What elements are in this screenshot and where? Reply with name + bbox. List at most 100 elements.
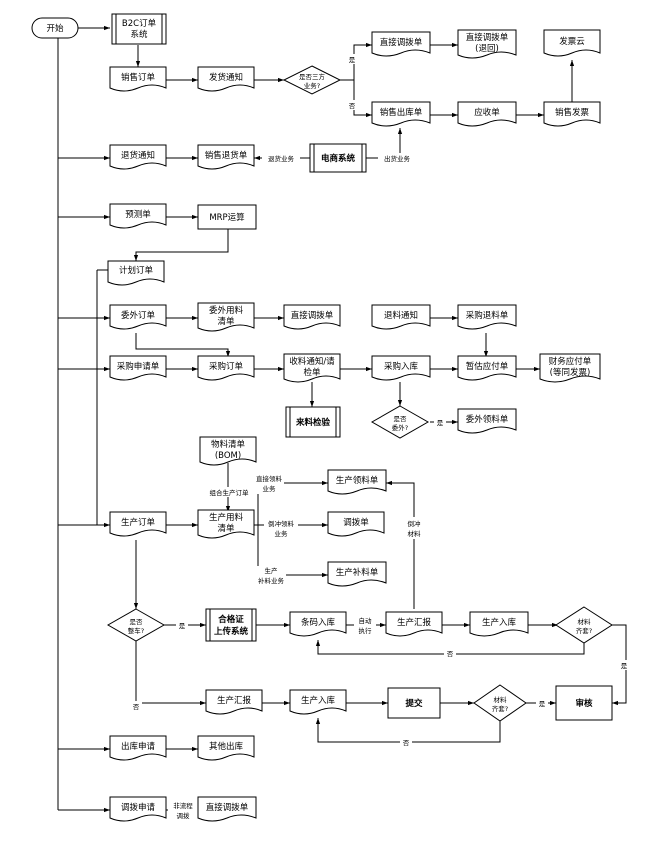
label-backflush-material-2: 材料	[408, 529, 422, 538]
svg-text:清单: 清单	[217, 523, 235, 534]
purchase-inbound-node: 采购入库	[371, 355, 431, 381]
outbound-request-node: 出库申请	[109, 735, 167, 761]
svg-text:业务?: 业务?	[304, 81, 320, 90]
label-return-business: 退货业务	[268, 154, 295, 163]
svg-text:销售订单: 销售订单	[121, 72, 156, 83]
svg-text:委外用料: 委外用料	[209, 305, 244, 316]
label-yes-whole-set: 是	[179, 622, 186, 630]
edge-label-backgrounds	[130, 54, 630, 820]
label-supplement-2: 补料业务	[258, 576, 285, 585]
label-yes-outsource: 是	[437, 419, 444, 427]
svg-text:审核: 审核	[575, 698, 593, 709]
label-backflush-pick-2: 业务	[275, 529, 289, 538]
direct-transfer-top-node: 直接调拨单	[371, 31, 431, 57]
label-no-whole-set: 否	[133, 703, 140, 711]
start-node: 开始	[31, 17, 79, 39]
label-backflush-pick-1: 倒冲领料	[268, 519, 295, 528]
svg-text:采购入库: 采购入库	[384, 361, 419, 372]
svg-text:采购申请单: 采购申请单	[117, 361, 160, 372]
label-supplement-1: 生产	[265, 566, 279, 575]
is-outsource-decision: 是否 委外?	[370, 405, 430, 439]
mrp-node: MRP运算	[197, 204, 257, 230]
svg-text:齐套?: 齐套?	[492, 704, 508, 713]
svg-text:调拨申请: 调拨申请	[121, 802, 156, 813]
label-direct-pick-2: 业务	[263, 484, 277, 493]
barcode-inbound-node: 条码入库	[289, 611, 347, 637]
direct-transfer-bot-node: 直接调拨单	[197, 796, 257, 822]
material-complete-bot-decision: 材料 齐套?	[473, 684, 527, 722]
svg-text:销售发票: 销售发票	[555, 107, 590, 118]
plan-order-node: 计划订单	[107, 260, 165, 286]
svg-text:条码入库: 条码入库	[301, 617, 336, 628]
outsource-order-node: 委外订单	[109, 304, 167, 330]
svg-text:退料通知: 退料通知	[384, 310, 418, 321]
svg-text:财务应付单: 财务应付单	[549, 356, 592, 367]
connectors	[57, 25, 627, 813]
svg-text:生产入库: 生产入库	[482, 617, 517, 628]
svg-text:齐套?: 齐套?	[576, 626, 592, 635]
svg-text:计划订单: 计划订单	[119, 265, 154, 276]
svg-text:采购退料单: 采购退料单	[466, 310, 509, 321]
sales-order-node: 销售订单	[109, 66, 167, 92]
prod-supplement-node: 生产补料单	[327, 561, 387, 587]
label-non-process-1: 非流程	[173, 801, 193, 810]
svg-text:生产领料单: 生产领料单	[336, 475, 379, 486]
svg-text:开始: 开始	[46, 23, 64, 34]
return-notice-node: 退货通知	[109, 144, 167, 170]
svg-text:提交: 提交	[405, 698, 423, 709]
forecast-node: 预测单	[109, 203, 167, 229]
purchase-return-node: 采购退料单	[457, 304, 517, 330]
label-outbound-business: 出货业务	[384, 154, 411, 163]
svg-text:检单: 检单	[303, 367, 321, 378]
svg-text:预测单: 预测单	[125, 209, 151, 220]
ecommerce-node: 电商系统	[309, 143, 367, 173]
svg-text:是否: 是否	[394, 415, 408, 423]
label-no-third-party: 否	[349, 102, 356, 110]
receive-notice-node: 收料通知/请 检单	[283, 353, 341, 383]
svg-text:应收单: 应收单	[474, 107, 500, 118]
svg-text:直接调拨单: 直接调拨单	[466, 32, 509, 43]
label-auto-exec-2: 执行	[359, 626, 373, 635]
svg-text:出库申请: 出库申请	[121, 741, 156, 752]
prod-inbound-top-node: 生产入库	[469, 611, 529, 637]
svg-text:(退回): (退回)	[475, 43, 499, 54]
svg-text:暂估应付单: 暂估应付单	[466, 361, 509, 372]
prod-bom-node: 生产用料 清单	[197, 509, 255, 539]
audit-node: 审核	[555, 685, 613, 721]
prod-order-node: 生产订单	[109, 511, 167, 537]
svg-text:销售出库单: 销售出库单	[380, 107, 423, 118]
svg-text:其他出库: 其他出库	[209, 741, 244, 752]
transfer-request-node: 调拨申请	[109, 796, 167, 822]
sales-invoice-node: 销售发票	[543, 101, 601, 127]
svg-text:委外领料单: 委外领料单	[466, 414, 509, 425]
prod-pick-node: 生产领料单	[327, 469, 387, 495]
prod-inbound-bot-node: 生产入库	[289, 689, 347, 715]
svg-text:委外?: 委外?	[392, 423, 408, 432]
svg-text:退货通知: 退货通知	[121, 150, 155, 161]
svg-text:生产订单: 生产订单	[121, 517, 156, 528]
prod-report-top-node: 生产汇报	[385, 611, 443, 637]
svg-text:是否: 是否	[130, 618, 144, 626]
svg-text:合格证: 合格证	[217, 614, 244, 625]
other-outbound-node: 其他出库	[197, 735, 255, 761]
label-no-material-bot: 否	[403, 739, 410, 747]
ship-notice-node: 发货通知	[197, 66, 255, 92]
svg-text:直接调拨单: 直接调拨单	[291, 310, 334, 321]
svg-text:(BOM): (BOM)	[215, 451, 241, 461]
svg-text:上传系统: 上传系统	[214, 626, 249, 637]
submit-node: 提交	[387, 687, 441, 719]
outsource-bom-node: 委外用料 清单	[197, 302, 255, 332]
invoice-cloud-node: 发票云	[543, 29, 601, 57]
temp-payable-node: 暂估应付单	[457, 355, 517, 381]
svg-text:发货通知: 发货通知	[209, 72, 243, 83]
purchase-request-node: 采购申请单	[109, 355, 167, 381]
svg-text:采购订单: 采购订单	[209, 361, 244, 372]
sales-outbound-node: 销售出库单	[371, 101, 431, 127]
svg-text:生产汇报: 生产汇报	[217, 695, 252, 706]
material-complete-top-decision: 材料 齐套?	[555, 606, 613, 644]
incoming-inspect-node: 来料检验	[285, 406, 341, 438]
svg-text:销售退货单: 销售退货单	[205, 150, 248, 161]
edge-labels: 是 否 退货业务 出货业务 是 组合生产订单 直接领料 业务 倒冲领料 业务 生…	[133, 56, 628, 820]
svg-text:电商系统: 电商系统	[321, 153, 356, 164]
